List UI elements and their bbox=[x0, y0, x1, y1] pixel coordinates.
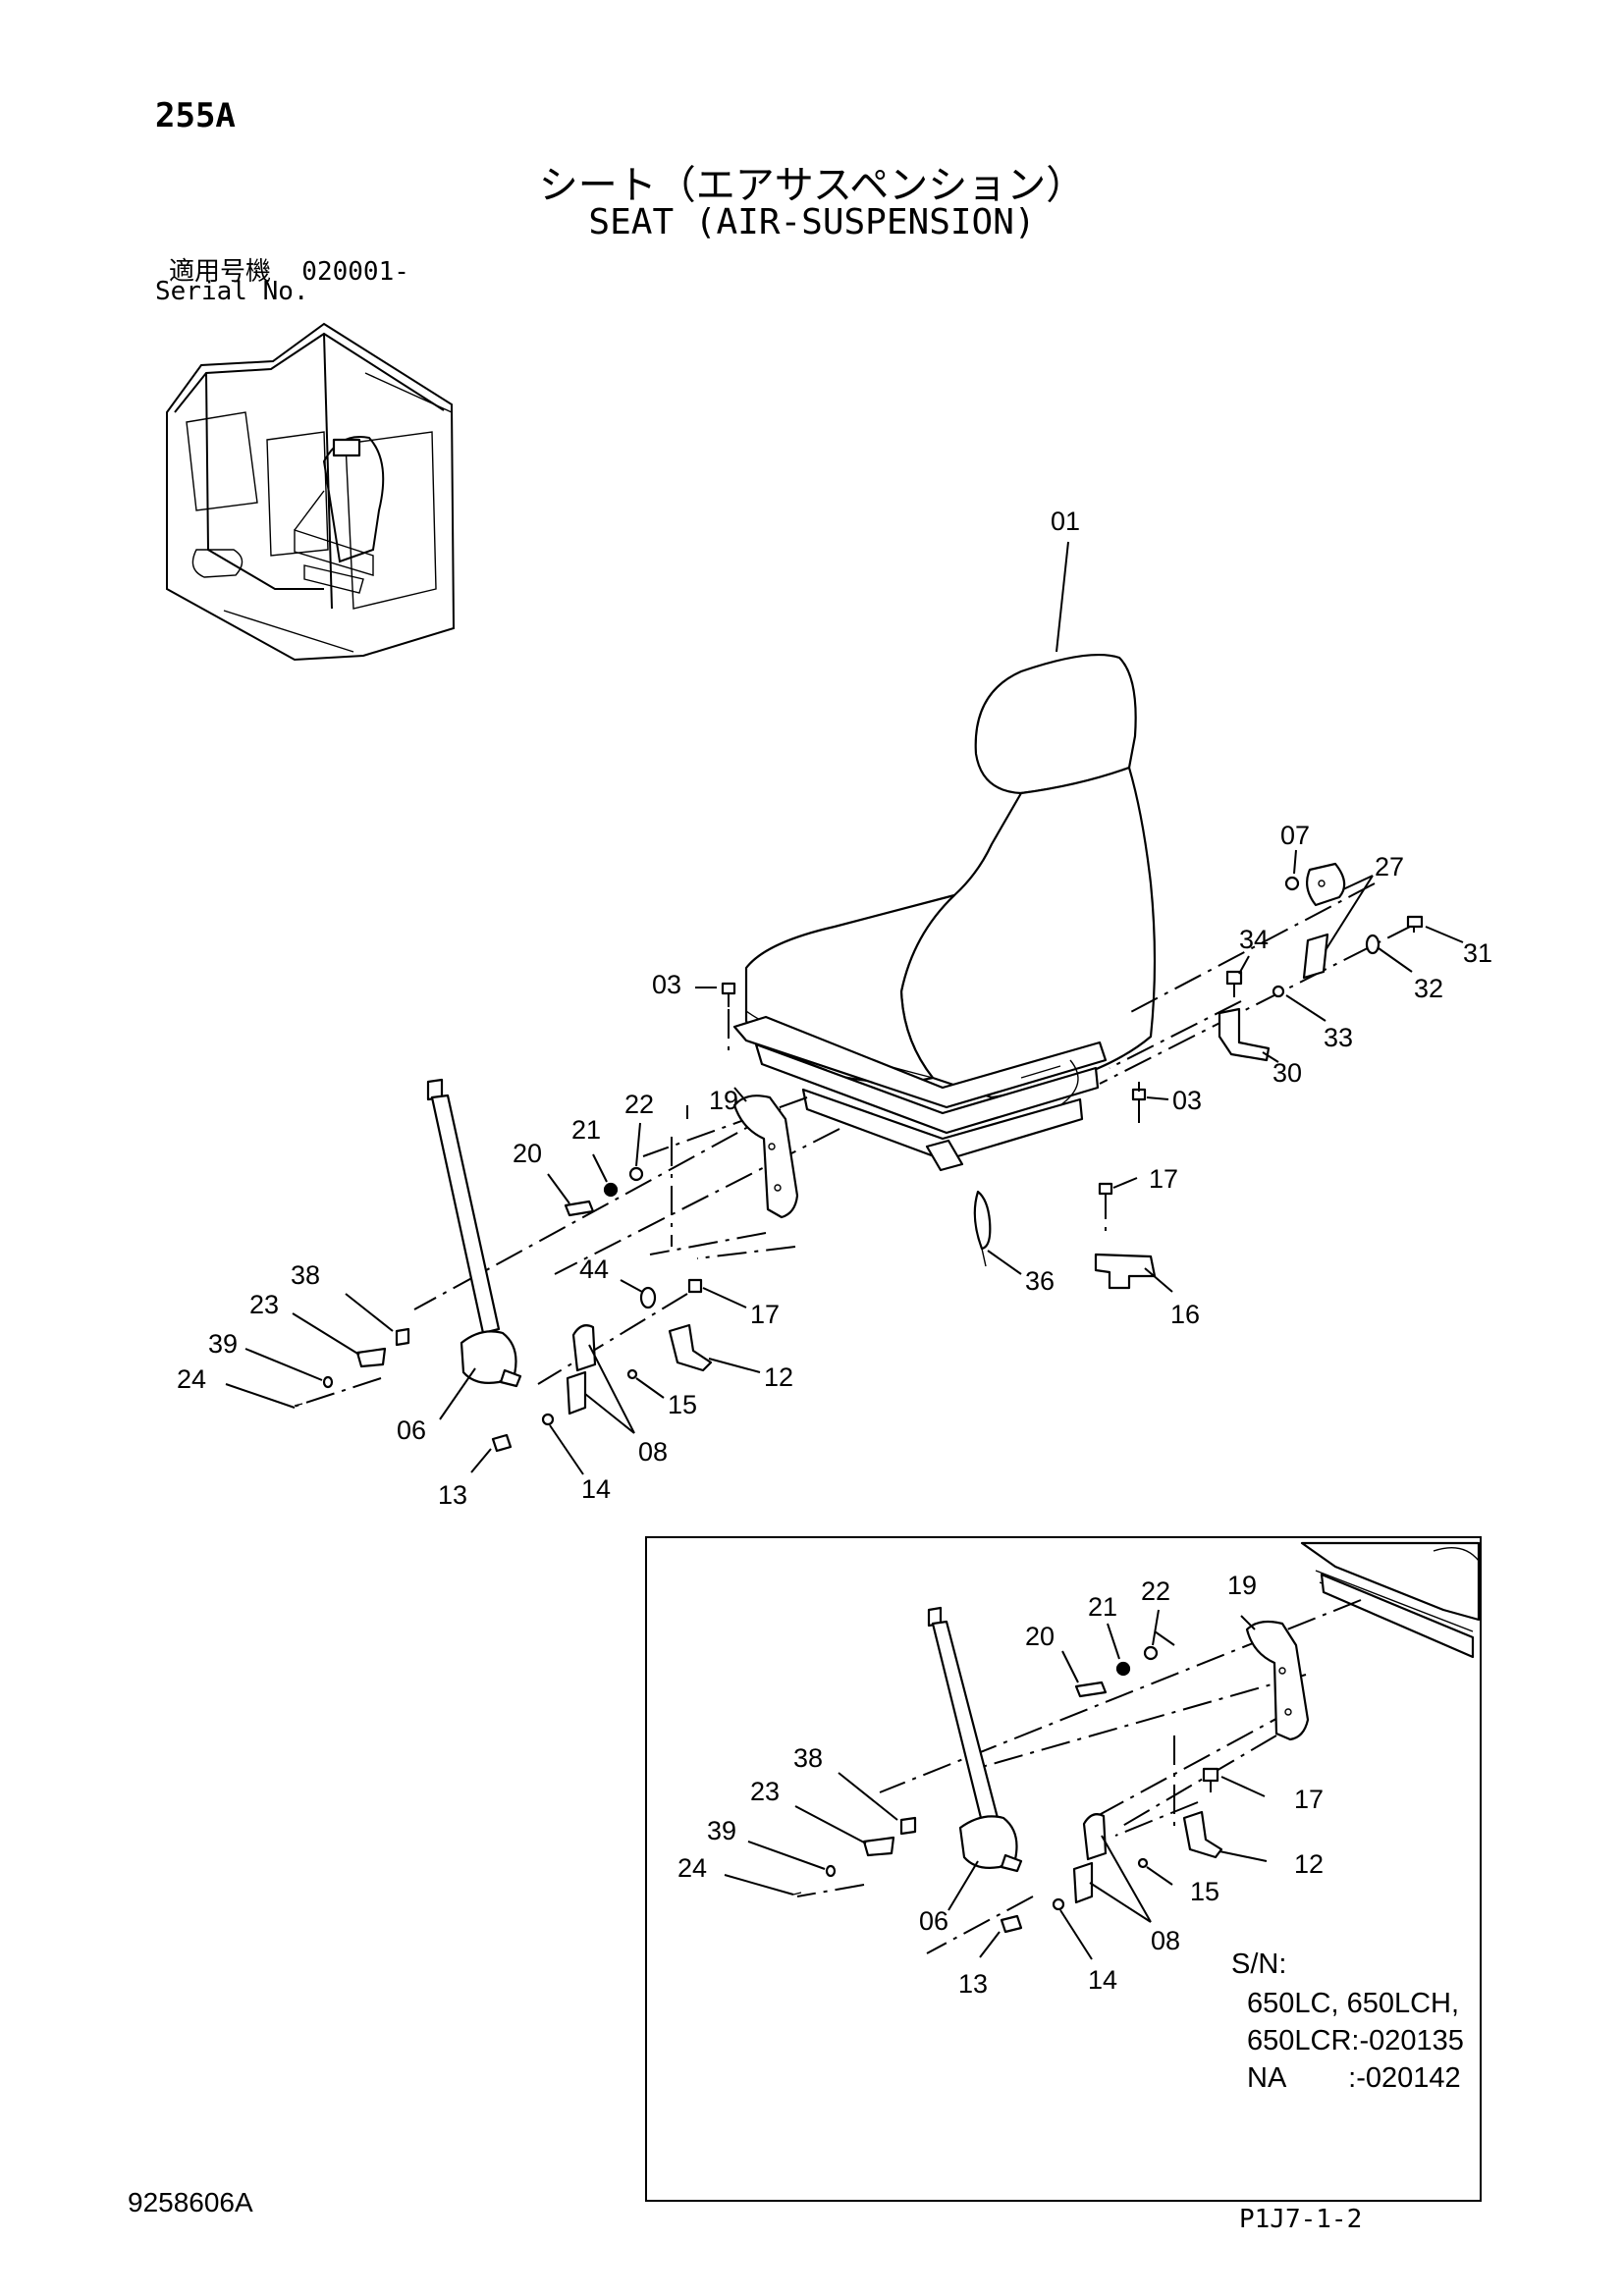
inset-callout-39: 39 bbox=[707, 1816, 736, 1845]
inset-callout-38: 38 bbox=[793, 1743, 823, 1773]
main-callout-labels: 01 03 03 07 27 31 32 33 34 30 17 16 36 1… bbox=[177, 507, 1492, 1510]
inset-callout-24: 24 bbox=[677, 1853, 707, 1883]
callout-01: 01 bbox=[1051, 507, 1080, 536]
leader-washer-44 bbox=[649, 1232, 767, 1255]
leader-pin-20 bbox=[554, 1128, 840, 1275]
callout-31: 31 bbox=[1463, 938, 1492, 968]
callout-32: 32 bbox=[1414, 974, 1443, 1003]
inset-sn-range-na: NA :-020142 bbox=[1247, 2062, 1461, 2094]
callout-03-left: 03 bbox=[652, 970, 681, 999]
leader-17-lower bbox=[696, 1246, 796, 1259]
inset-sn-label: S/N: bbox=[1231, 1949, 1286, 1980]
inset-callout-06: 06 bbox=[919, 1906, 948, 1936]
callout-30: 30 bbox=[1272, 1058, 1302, 1088]
callout-34: 34 bbox=[1239, 925, 1269, 954]
callout-08: 08 bbox=[638, 1437, 668, 1467]
callout-07: 07 bbox=[1280, 821, 1310, 850]
inset-callout-08: 08 bbox=[1151, 1926, 1180, 1955]
callout-23: 23 bbox=[249, 1290, 279, 1319]
callout-16: 16 bbox=[1170, 1300, 1200, 1329]
inset-callout-13: 13 bbox=[958, 1969, 988, 1999]
callout-12: 12 bbox=[764, 1362, 793, 1392]
inset-callout-15: 15 bbox=[1190, 1877, 1219, 1906]
callout-38: 38 bbox=[291, 1260, 320, 1290]
inset-callout-22: 22 bbox=[1141, 1576, 1170, 1606]
callout-17-right: 17 bbox=[1149, 1164, 1178, 1194]
callout-19: 19 bbox=[709, 1086, 738, 1115]
leader-31-32-mount bbox=[1099, 924, 1415, 1085]
callout-27: 27 bbox=[1375, 852, 1404, 881]
inset-sn-models: 650LC, 650LCH, bbox=[1247, 1988, 1459, 2019]
callout-24: 24 bbox=[177, 1364, 206, 1394]
callout-21: 21 bbox=[571, 1115, 601, 1145]
callout-14: 14 bbox=[581, 1474, 611, 1504]
leader-bracket-19 bbox=[671, 1105, 688, 1247]
main-callout-leaders bbox=[225, 541, 1464, 1475]
page-title-english: SEAT (AIR-SUSPENSION) bbox=[588, 202, 1036, 242]
inset-callout-21: 21 bbox=[1088, 1592, 1117, 1622]
leader-belt-bracket bbox=[642, 1096, 808, 1157]
inset-callout-12: 12 bbox=[1294, 1849, 1324, 1879]
page-title-japanese: シート（エアサスペンション） bbox=[538, 163, 1086, 208]
inset-border bbox=[645, 1536, 1482, 2202]
callout-06: 06 bbox=[397, 1415, 426, 1445]
document-code: 9258606A bbox=[128, 2187, 253, 2217]
inset-detail-panel: 19 20 21 22 38 23 39 24 17 12 15 06 08 1… bbox=[645, 1536, 1482, 2202]
callout-17-lower: 17 bbox=[750, 1300, 780, 1329]
inset-callout-17: 17 bbox=[1294, 1785, 1324, 1814]
callout-15: 15 bbox=[668, 1390, 697, 1419]
cab-locator-illustration bbox=[166, 322, 456, 662]
leader-07-27-mount bbox=[1124, 882, 1376, 1016]
callout-13: 13 bbox=[438, 1480, 467, 1510]
page-number: 255A bbox=[155, 96, 236, 135]
page-reference: P1J7-1-2 bbox=[1239, 2205, 1363, 2234]
callout-20: 20 bbox=[513, 1139, 542, 1168]
callout-03-right: 03 bbox=[1172, 1086, 1202, 1115]
callout-22: 22 bbox=[624, 1090, 654, 1119]
leader-bolt-24 bbox=[290, 1377, 382, 1409]
callout-39: 39 bbox=[208, 1329, 238, 1359]
inset-sn-range-650lcr: 650LCR:-020135 bbox=[1247, 2025, 1464, 2056]
inset-callout-19: 19 bbox=[1227, 1571, 1257, 1600]
inset-callout-14: 14 bbox=[1088, 1965, 1117, 1995]
callout-36: 36 bbox=[1025, 1266, 1055, 1296]
callout-44: 44 bbox=[579, 1255, 609, 1284]
callout-33: 33 bbox=[1324, 1023, 1353, 1052]
seat-assembly bbox=[732, 653, 1157, 1172]
leader-lower-bolt bbox=[537, 1293, 688, 1385]
serial-applicability-japanese: 適用号機 020001- bbox=[169, 257, 409, 287]
serial-number-label: Serial No. bbox=[155, 277, 309, 306]
inset-callout-20: 20 bbox=[1025, 1622, 1055, 1651]
inset-callout-23: 23 bbox=[750, 1777, 780, 1806]
